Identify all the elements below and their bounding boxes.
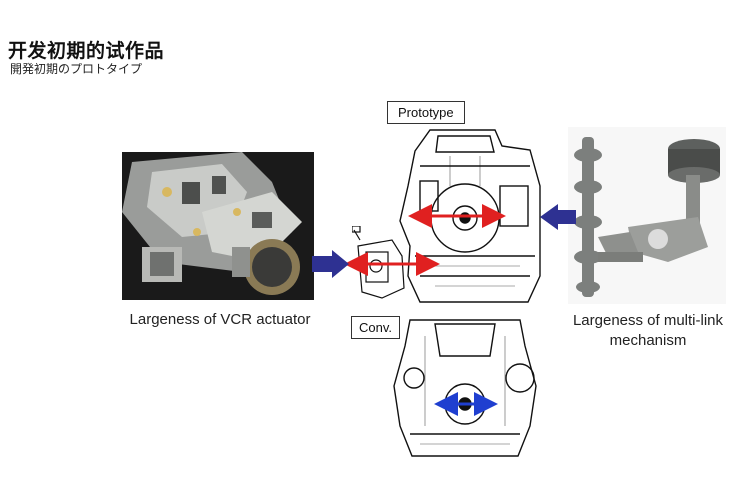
vcr-actuator-photo — [122, 152, 314, 300]
slide-title: 开发初期的试作品 — [8, 40, 165, 62]
multilink-caption-line2: mechanism — [609, 332, 687, 349]
conventional-engine-drawing — [390, 316, 540, 462]
multilink-mechanism-photo — [568, 127, 726, 304]
right-pointer-arrow — [540, 204, 576, 230]
slide-subtitle: 開発初期のプロトタイプ — [10, 62, 143, 76]
left-pointer-arrow — [312, 250, 349, 278]
multilink-caption: Largeness of multi-link mechanism — [548, 311, 744, 351]
conventional-label: Conv. — [351, 316, 400, 339]
prototype-label: Prototype — [387, 101, 465, 124]
vcr-actuator-caption: Largeness of VCR actuator — [129, 311, 311, 328]
multilink-caption-line1: Largeness of multi-link — [572, 312, 724, 329]
